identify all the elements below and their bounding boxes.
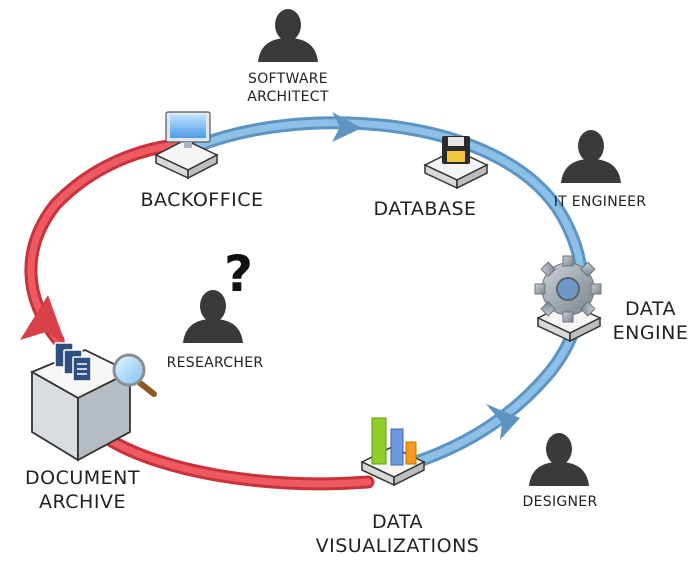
data-visualizations-label-line2: VISUALIZATIONS	[315, 535, 480, 557]
data-visualizations-label: DATA VISUALIZATIONS	[290, 510, 505, 558]
backoffice-label: BACKOFFICE	[140, 189, 264, 211]
database-label: DATABASE	[373, 198, 477, 220]
arrowhead-to-visualizations	[486, 404, 520, 440]
data-engine-gear-icon	[534, 255, 602, 343]
database-floppy-icon	[423, 136, 489, 190]
backoffice-computer-icon	[154, 111, 219, 180]
question-mark: ?	[224, 245, 253, 303]
researcher-person-icon	[183, 290, 243, 343]
blue-flow-arc-highlight	[191, 119, 586, 468]
researcher-label: RESEARCHER	[166, 355, 264, 371]
software-architect-label: SOFTWARE ARCHITECT	[228, 70, 348, 106]
document-archive-box-icon	[29, 342, 157, 462]
document-archive-label: DOCUMENT ARCHIVE	[0, 466, 165, 514]
data-visualizations-chart-icon	[360, 417, 426, 487]
document-archive-label-line1: DOCUMENT	[25, 467, 140, 489]
software-architect-person-icon	[258, 9, 318, 62]
document-archive-label-line2: ARCHIVE	[39, 491, 126, 513]
data-engine-label-line1: DATA	[625, 298, 676, 320]
it-engineer-label: IT ENGINEER	[553, 194, 647, 210]
it-engineer-person-icon	[561, 130, 621, 183]
data-engine-label-line2: ENGINE	[612, 322, 689, 344]
designer-label: DESIGNER	[522, 494, 598, 510]
designer-person-icon	[529, 433, 589, 486]
data-engine-label: DATA ENGINE	[604, 297, 697, 345]
arrowhead-to-database	[332, 112, 362, 142]
software-architect-label-line1: SOFTWARE	[248, 71, 328, 87]
red-flow-arc-highlight	[27, 141, 372, 488]
software-architect-label-line2: ARCHITECT	[247, 89, 329, 105]
data-visualizations-label-line1: DATA	[372, 511, 423, 533]
arrowhead-to-backoffice	[20, 295, 66, 345]
